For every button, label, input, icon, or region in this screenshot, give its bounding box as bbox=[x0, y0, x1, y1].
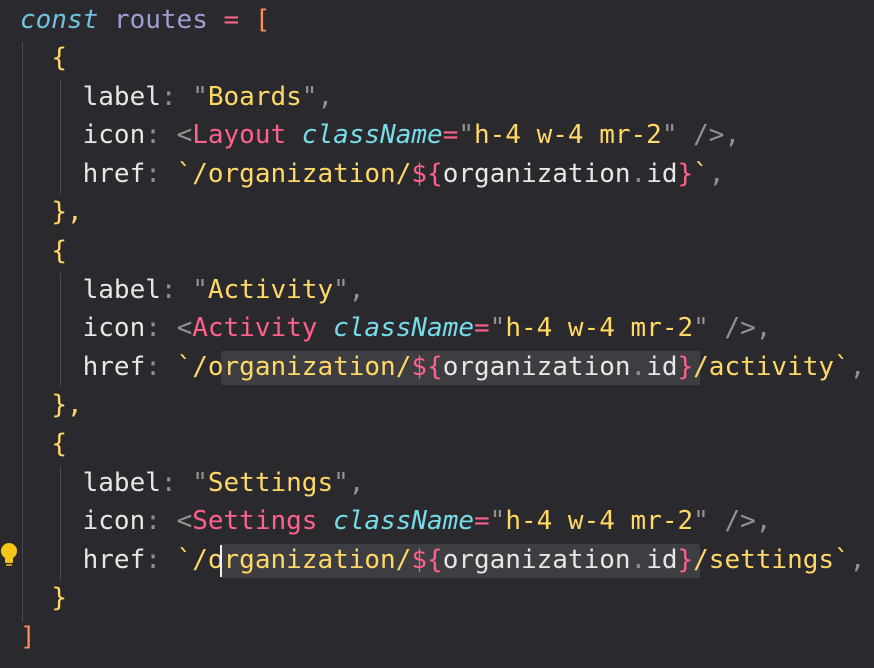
property-key: href bbox=[82, 159, 146, 189]
jsx-tag-name: Settings bbox=[192, 506, 318, 536]
code-line-3[interactable]: label: "Boards", bbox=[82, 82, 334, 112]
keyword-const: const bbox=[20, 5, 99, 35]
jsx-tag-name: Activity bbox=[192, 313, 318, 343]
lightbulb-icon[interactable] bbox=[0, 541, 18, 569]
close-brace: } bbox=[51, 583, 67, 613]
code-line-16[interactable]: } bbox=[20, 579, 67, 617]
property-key: icon bbox=[82, 506, 146, 536]
code-line-6[interactable]: }, bbox=[20, 193, 83, 231]
operator-equals: = bbox=[223, 5, 240, 35]
property-key: label bbox=[82, 275, 161, 305]
code-line-9[interactable]: icon: <Activity className="h-4 w-4 mr-2"… bbox=[82, 313, 772, 343]
indent-guide bbox=[22, 42, 23, 622]
jsx-attribute: className bbox=[301, 120, 443, 150]
template-suffix: /settings bbox=[693, 545, 835, 575]
attribute-value: h-4 w-4 mr-2 bbox=[505, 506, 694, 536]
attribute-value: h-4 w-4 mr-2 bbox=[505, 313, 694, 343]
code-line-14[interactable]: icon: <Settings className="h-4 w-4 mr-2"… bbox=[82, 506, 772, 536]
attribute-value: h-4 w-4 mr-2 bbox=[474, 120, 662, 150]
template-string: /organization/ bbox=[192, 159, 412, 189]
template-string: /organization/ bbox=[192, 352, 412, 382]
jsx-attribute: className bbox=[333, 313, 474, 343]
occurrence-highlight bbox=[221, 544, 700, 578]
close-array-bracket: ] bbox=[20, 622, 36, 652]
indent-guide bbox=[60, 466, 61, 580]
template-string: /organization/ bbox=[192, 545, 412, 575]
open-array-bracket: [ bbox=[254, 5, 271, 35]
property-key: label bbox=[82, 468, 161, 498]
open-brace: { bbox=[51, 43, 67, 73]
code-line-12[interactable]: { bbox=[20, 425, 67, 463]
code-line-15[interactable]: href: `/organization/${organization.id}/… bbox=[82, 545, 866, 575]
variable-name: routes bbox=[113, 5, 208, 35]
identifier: organization bbox=[442, 545, 631, 575]
property-key: icon bbox=[82, 120, 146, 150]
indent-guide bbox=[60, 273, 61, 387]
property-key: label bbox=[82, 82, 161, 112]
open-brace: { bbox=[51, 236, 67, 266]
property-access: id bbox=[646, 545, 678, 575]
string-value: Boards bbox=[207, 82, 302, 112]
open-brace: { bbox=[51, 429, 67, 459]
property-access: id bbox=[646, 352, 678, 382]
property-access: id bbox=[646, 159, 678, 189]
jsx-tag-name: Layout bbox=[192, 120, 287, 150]
code-line-17[interactable]: ] bbox=[20, 618, 36, 656]
occurrence-highlight bbox=[221, 351, 700, 385]
close-brace: }, bbox=[51, 390, 83, 420]
string-value: Settings bbox=[207, 468, 334, 498]
property-key: href bbox=[82, 545, 146, 575]
property-key: icon bbox=[82, 313, 146, 343]
code-line-2[interactable]: { bbox=[20, 39, 67, 77]
code-line-4[interactable]: icon: <Layout className="h-4 w-4 mr-2" /… bbox=[82, 120, 741, 150]
text-cursor bbox=[220, 545, 222, 577]
string-value: Activity bbox=[207, 275, 334, 305]
identifier: organization bbox=[442, 352, 631, 382]
indent-guide bbox=[60, 80, 61, 194]
close-brace: }, bbox=[51, 197, 83, 227]
jsx-attribute: className bbox=[333, 506, 474, 536]
property-key: href bbox=[82, 352, 146, 382]
code-line-11[interactable]: }, bbox=[20, 386, 83, 424]
code-line-1[interactable]: const routes = [ bbox=[20, 1, 270, 39]
template-suffix: /activity bbox=[693, 352, 835, 382]
code-line-8[interactable]: label: "Activity", bbox=[82, 275, 365, 305]
code-line-10[interactable]: href: `/organization/${organization.id}/… bbox=[82, 352, 866, 382]
code-line-7[interactable]: { bbox=[20, 232, 67, 270]
code-line-5[interactable]: href: `/organization/${organization.id}`… bbox=[82, 159, 725, 189]
code-line-13[interactable]: label: "Settings", bbox=[82, 468, 365, 498]
identifier: organization bbox=[442, 159, 631, 189]
